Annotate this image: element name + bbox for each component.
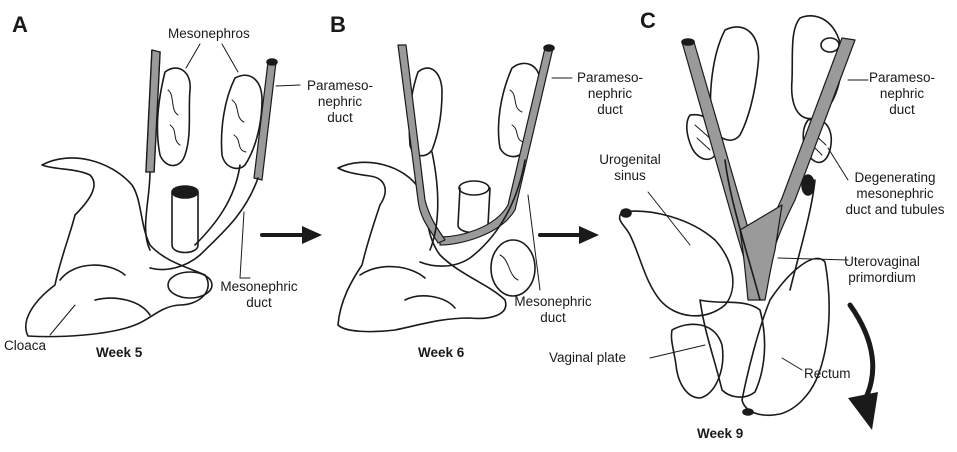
label-paramesonephric-duct-a: Parameso- nephric duct (306, 78, 374, 125)
label-mesonephric-duct-a: Mesonephric duct (220, 279, 298, 310)
arrow-b-to-c (538, 226, 599, 244)
week-label-a: Week 5 (96, 345, 143, 360)
label-rectum: Rectum (804, 366, 851, 381)
sinus-bulge-b (490, 239, 536, 297)
rectum-curved-arrow (847, 302, 878, 430)
panel-a-drawing (25, 49, 278, 338)
panel-a-leaders (49, 43, 301, 336)
panel-label-c: C (640, 8, 656, 33)
panel-label-b: B (330, 12, 346, 37)
panel-c-drawing (618, 15, 856, 416)
cloaca-shape (25, 157, 209, 338)
label-cloaca: Cloaca (4, 338, 47, 353)
panel-b-leaders (527, 77, 573, 291)
label-paramesonephric-duct-b: Parameso- nephric duct (576, 70, 644, 117)
label-mesonephros: Mesonephros (168, 26, 250, 41)
label-uterovaginal-primordium: Uterovaginal primordium (844, 254, 920, 285)
week-label-b: Week 6 (418, 345, 465, 360)
arrow-a-to-b (260, 226, 322, 244)
panel-c-leaders (647, 79, 869, 371)
label-urogenital-sinus: Urogenital sinus (599, 152, 661, 183)
panel-label-a: A (12, 12, 28, 37)
mesonephros-right (220, 74, 263, 170)
week-label-c: Week 9 (697, 426, 744, 441)
label-degenerating-mesonephric: Degenerating mesonephric duct and tubule… (845, 170, 945, 217)
uterovaginal-primordium-shape (739, 204, 783, 301)
vaginal-plate-shape (699, 299, 766, 398)
gonad-c-left (709, 26, 760, 141)
sinus-bulge (167, 271, 213, 299)
label-vaginal-plate: Vaginal plate (549, 350, 627, 365)
label-mesonephric-duct-b: Mesonephric duct (514, 294, 592, 325)
panel-b-drawing (337, 44, 555, 333)
label-paramesonephric-duct-c: Parameso- nephric duct (868, 70, 936, 117)
mesonephros-left (156, 67, 191, 167)
